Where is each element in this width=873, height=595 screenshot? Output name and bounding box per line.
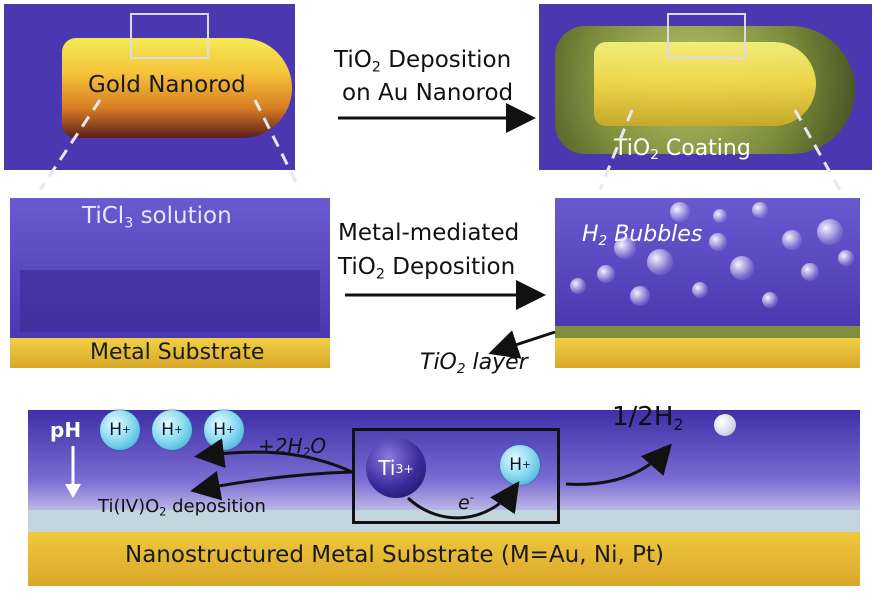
zoom-guides: [38, 99, 842, 191]
metal-mediated-label: Metal-mediated: [338, 220, 520, 246]
h2-release-arrow: [565, 443, 672, 486]
ph-label: pH: [50, 418, 82, 442]
deposition-arrow-label: TiO2 Deposition: [334, 47, 512, 76]
zoom-box-right: [667, 13, 746, 59]
reaction-box: [352, 428, 560, 524]
electron-label: e-: [458, 490, 474, 515]
nanostructured-substrate: [28, 532, 860, 586]
zoom-box-left: [130, 13, 209, 59]
deposition-curve-arrow: [190, 470, 353, 501]
substrate-left: [10, 338, 330, 368]
water-arrow: [194, 438, 353, 474]
deposition-label: Ti(IV)O2 deposition: [98, 496, 266, 519]
metal-mediated-label-line2: TiO2 Deposition: [338, 254, 516, 283]
gold-nanorod-label: Gold Nanorod: [88, 72, 246, 98]
hydrogen-bubble: [714, 414, 736, 436]
substrate-right: [555, 338, 860, 368]
solution-box-right: [555, 198, 860, 326]
proton-ion-box: H+: [500, 445, 540, 485]
gold-nanorod: [62, 38, 292, 138]
hydrogen-label: 1/2H2: [612, 402, 684, 434]
metal-substrate-label: Metal Substrate: [90, 340, 265, 365]
coating-label: TiO2 Coating: [614, 136, 751, 164]
tio2-layer-arrow: [488, 330, 556, 359]
h2-bubbles: [570, 202, 854, 308]
tio2-layer-strip: [555, 326, 860, 338]
solution-label: TiCl3 solution: [82, 203, 232, 232]
electron-arrow: [406, 481, 520, 520]
proton-ion-2: H+: [152, 410, 192, 450]
solution-box-left-inner: [20, 270, 320, 332]
proton-ion-1: H+: [100, 410, 140, 450]
nanostructured-substrate-label: Nanostructured Metal Substrate (M=Au, Ni…: [125, 542, 664, 568]
deposition-arrow-label-line2: on Au Nanorod: [342, 80, 514, 106]
